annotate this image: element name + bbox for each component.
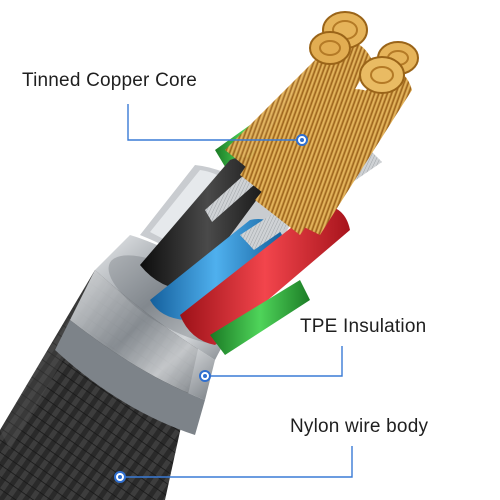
nylon-wire-body-label: Nylon wire body <box>290 416 429 437</box>
tinned-copper-core-label: Tinned Copper Core <box>22 70 198 91</box>
tpe-insulation-label: TPE Insulation <box>300 316 427 337</box>
core-leader-line <box>127 104 300 141</box>
red-wire-shape <box>180 205 350 345</box>
jacket-leader-line <box>120 446 353 478</box>
green-wire-lower-shape <box>210 280 310 355</box>
copper-cores <box>225 11 419 236</box>
insulation-leader-line <box>205 346 343 377</box>
leader-lines <box>114 104 353 483</box>
